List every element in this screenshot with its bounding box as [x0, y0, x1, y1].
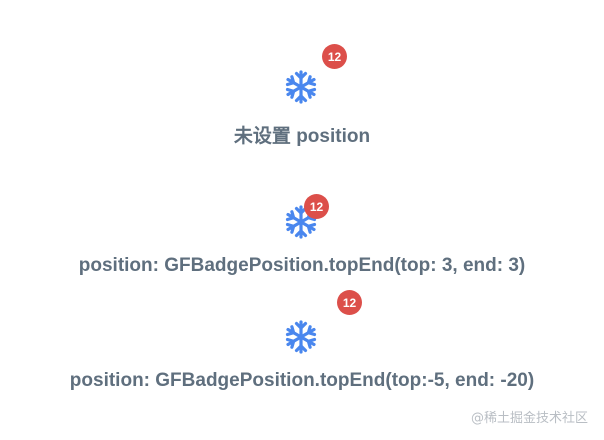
snowflake-icon	[284, 320, 318, 354]
demo-caption: position: GFBadgePosition.topEnd(top: 3,…	[78, 255, 526, 276]
notification-badge: 12	[322, 44, 347, 69]
notification-badge: 12	[304, 194, 329, 219]
snowflake-icon	[284, 205, 318, 239]
demo-caption: 未设置 position	[233, 126, 371, 147]
notification-badge: 12	[337, 290, 362, 315]
snowflake-icon	[284, 70, 318, 104]
watermark-text: @稀土掘金技术社区	[470, 411, 588, 426]
demo-caption: position: GFBadgePosition.topEnd(top:-5,…	[69, 370, 535, 391]
